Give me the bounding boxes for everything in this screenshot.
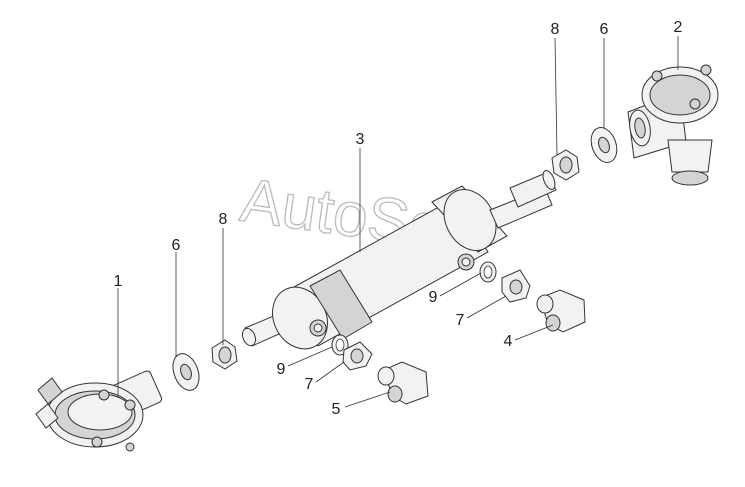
callout-9-left: 9: [277, 361, 286, 378]
part-6-washer-left: [172, 353, 200, 391]
callout-7-left: 7: [305, 376, 314, 393]
callout-5: 5: [332, 401, 341, 418]
leader-lines: [117, 36, 679, 408]
part-7-fitting-left: [342, 341, 373, 371]
part-5-elbow-fitting: [377, 361, 429, 405]
callout-6-right: 6: [600, 21, 609, 38]
callout-8-right: 8: [551, 21, 560, 38]
callout-2: 2: [674, 19, 683, 36]
callout-3: 3: [356, 131, 365, 148]
part-9-ring-right: [479, 261, 497, 283]
callout-8-left: 8: [219, 211, 228, 228]
part-7-fitting-right: [501, 269, 531, 303]
callout-1: 1: [114, 273, 123, 290]
callout-6-left: 6: [172, 237, 181, 254]
callouts: 1 2 3 4 5 6 6 7 7 8 8 9 9: [114, 19, 683, 418]
part-6-washer-right: [590, 127, 618, 163]
callout-4: 4: [504, 333, 513, 350]
part-2-ball-joint-right: [627, 64, 719, 186]
callout-9-right: 9: [429, 289, 438, 306]
part-8-nut-right: [551, 149, 580, 181]
callout-7-right: 7: [456, 312, 465, 329]
part-8-nut-left: [211, 339, 238, 370]
part-1-ball-joint-left: [35, 370, 163, 452]
part-4-elbow-fitting: [536, 289, 586, 333]
part-3-cylinder: [241, 170, 557, 350]
